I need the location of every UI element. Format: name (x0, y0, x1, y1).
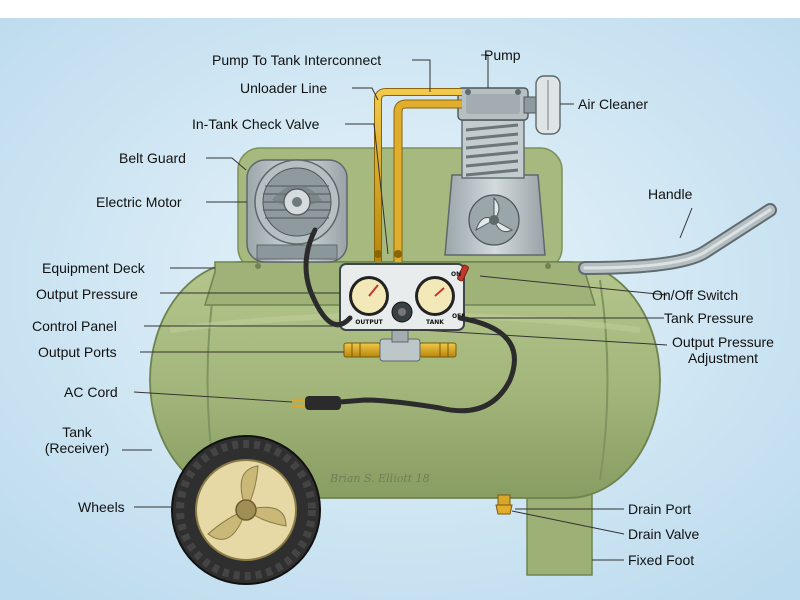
control-panel: OUTPUT TANK ON OFF (339, 263, 469, 331)
label-electric-motor: Electric Motor (96, 194, 182, 210)
label-control-panel: Control Panel (32, 318, 117, 334)
label-pump-to-tank: Pump To Tank Interconnect (212, 52, 382, 68)
label-drain-valve: Drain Valve (628, 526, 700, 542)
label-output-pressure: Output Pressure (36, 286, 138, 302)
label-unloader-line: Unloader Line (240, 80, 328, 96)
handle (578, 203, 777, 275)
label-air-cleaner: Air Cleaner (578, 96, 649, 112)
label-tank-line2: (Receiver) (44, 440, 110, 456)
gauge-output-text: OUTPUT (355, 319, 383, 326)
drain-valve (495, 494, 513, 515)
electric-motor (246, 159, 348, 263)
air-cleaner (523, 75, 561, 135)
artist-signature: Brian S. Elliott 18 (329, 472, 430, 485)
label-output-pressure-adjustment: Output Pressure Adjustment (667, 334, 779, 366)
label-tank-pressure: Tank Pressure (664, 310, 754, 326)
pump (444, 87, 546, 256)
switch-on-text: ON (451, 271, 461, 278)
label-ac-cord: AC Cord (64, 384, 118, 400)
label-on-off-switch: On/Off Switch (652, 287, 739, 303)
label-equipment-deck: Equipment Deck (42, 260, 145, 276)
label-output-pressure-adjustment-line2: Adjustment (687, 350, 759, 366)
label-handle: Handle (648, 186, 693, 202)
label-wheels: Wheels (78, 499, 125, 515)
output-ports (343, 327, 457, 362)
gauge-tank-text: TANK (426, 319, 444, 326)
label-pump: Pump (484, 47, 521, 63)
label-tank: Tank (Receiver) (36, 424, 118, 456)
ac-cord (292, 227, 517, 414)
label-check-valve: In-Tank Check Valve (192, 116, 320, 132)
label-tank-line1: Tank (62, 424, 92, 440)
label-output-pressure-adjustment-line1: Output Pressure (672, 334, 774, 350)
label-belt-guard: Belt Guard (119, 150, 186, 166)
label-fixed-foot: Fixed Foot (628, 552, 695, 568)
leader-lines (122, 54, 693, 561)
label-output-ports: Output Ports (38, 344, 117, 360)
wheel (171, 435, 321, 585)
label-drain-port: Drain Port (628, 501, 692, 517)
